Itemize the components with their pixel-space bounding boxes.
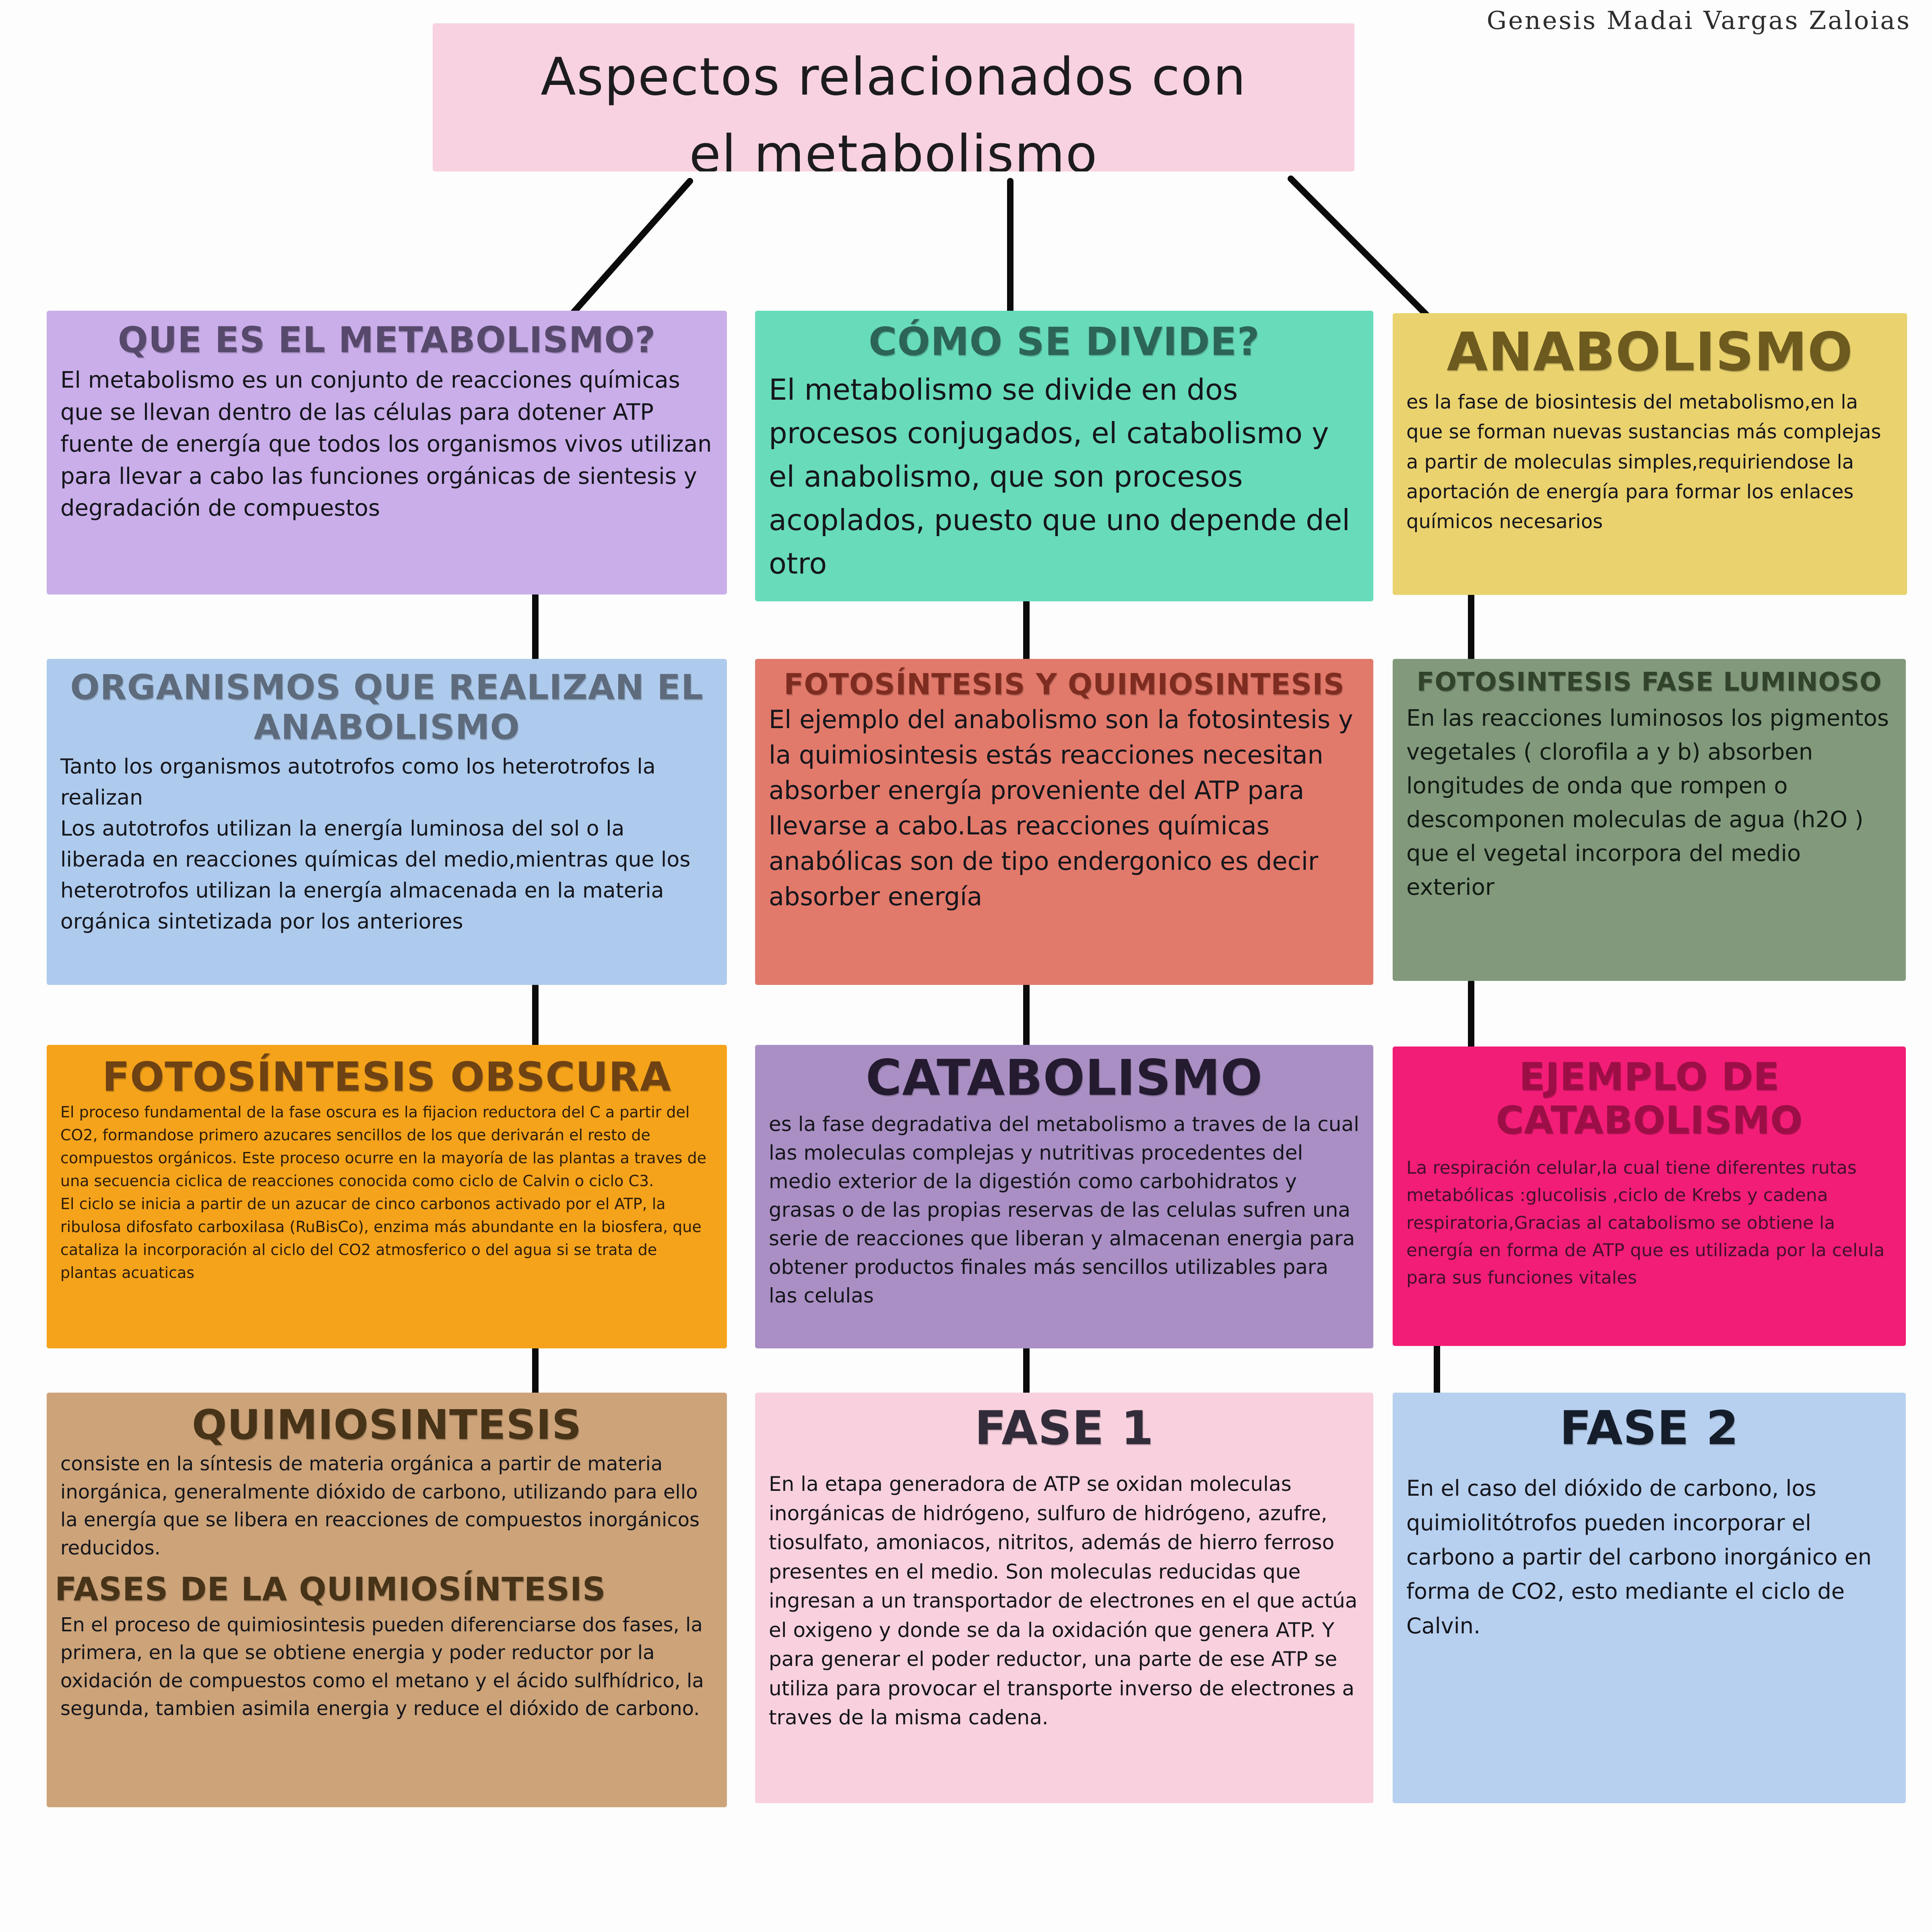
card-fotosintesis-fase-luminosa: FOTOSINTESIS FASE LUMINOSO En las reacci… (1393, 659, 1906, 981)
card-body: El metabolismo se divide en dos procesos… (769, 373, 1350, 581)
card-fotosintesis-y-quimiosintesis: FOTOSÍNTESIS Y QUIMIOSINTESIS El ejemplo… (755, 659, 1373, 985)
card-heading: ORGANISMOS QUE REALIZAN EL ANABOLISMO (70, 667, 704, 747)
card-body: es la fase degradativa del metabolismo a… (769, 1113, 1360, 1308)
card-heading: EJEMPLO DE CATABOLISMO (1496, 1055, 1803, 1143)
card-fotosintesis-obscura: FOTOSÍNTESIS OBSCURA El proceso fundamen… (47, 1045, 727, 1348)
card-heading: CATABOLISMO (865, 1049, 1263, 1106)
card-subheading-fases-quimiosintesis: FASES DE LA QUIMIOSÍNTESIS (55, 1570, 606, 1608)
card-heading: FASE 1 (974, 1401, 1154, 1455)
card-body: En el caso del dióxido de carbono, los q… (1406, 1476, 1872, 1639)
card-body: es la fase de biosintesis del metabolism… (1406, 390, 1881, 533)
card-heading: FOTOSINTESIS FASE LUMINOSO (1416, 667, 1882, 697)
card-quimiosintesis: QUIMIOSINTESIS consiste en la síntesis d… (47, 1393, 727, 1807)
card-heading: FOTOSÍNTESIS Y QUIMIOSINTESIS (784, 667, 1345, 701)
card-body: Tanto los organismos autotrofos como los… (60, 754, 691, 934)
title-card: Aspectos relacionados con el metabolismo (433, 23, 1354, 171)
card-fase-2: FASE 2 En el caso del dióxido de carbono… (1393, 1393, 1906, 1803)
card-body: consiste en la síntesis de materia orgán… (60, 1453, 700, 1560)
card-organismos-que-realizan-anabolismo: ORGANISMOS QUE REALIZAN EL ANABOLISMO Ta… (47, 659, 727, 985)
card-heading: CÓMO SE DIVIDE? (868, 319, 1260, 364)
card-fase-1: FASE 1 En la etapa generadora de ATP se … (755, 1393, 1373, 1803)
card-body: El ejemplo del anabolismo son la fotosin… (769, 704, 1353, 911)
card-heading: QUIMIOSINTESIS (192, 1401, 582, 1449)
card-heading: FASE 2 (1559, 1401, 1739, 1455)
connector-title-left (570, 178, 693, 316)
card-heading: ANABOLISMO (1447, 321, 1853, 383)
card-heading: QUE ES EL METABOLISMO? (118, 319, 656, 361)
card-ejemplo-de-catabolismo: EJEMPLO DE CATABOLISMO La respiración ce… (1393, 1046, 1906, 1346)
card-como-se-divide: CÓMO SE DIVIDE? El metabolismo se divide… (755, 311, 1373, 601)
card-que-es-el-metabolismo: QUE ES EL METABOLISMO? El metabolismo es… (47, 311, 727, 594)
card-catabolismo: CATABOLISMO es la fase degradativa del m… (755, 1045, 1373, 1348)
card-body: La respiración celular,la cual tiene dif… (1406, 1158, 1885, 1288)
page-title: Aspectos relacionados con el metabolismo (541, 47, 1247, 171)
card-body-fases-quimiosintesis: En el proceso de quimiosintesis pueden d… (60, 1613, 704, 1720)
card-body: En las reacciones luminosos los pigmento… (1406, 705, 1889, 900)
card-body: En la etapa generadora de ATP se oxidan … (769, 1472, 1358, 1730)
connector-title-right (1288, 175, 1430, 318)
card-body: El metabolismo es un conjunto de reaccio… (60, 367, 712, 522)
card-heading: FOTOSÍNTESIS OBSCURA (102, 1053, 672, 1100)
author-name: Genesis Madai Vargas Zaloias (1486, 6, 1911, 35)
card-body: El proceso fundamental de la fase oscura… (60, 1103, 706, 1282)
card-anabolismo: ANABOLISMO es la fase de biosintesis del… (1393, 313, 1907, 595)
